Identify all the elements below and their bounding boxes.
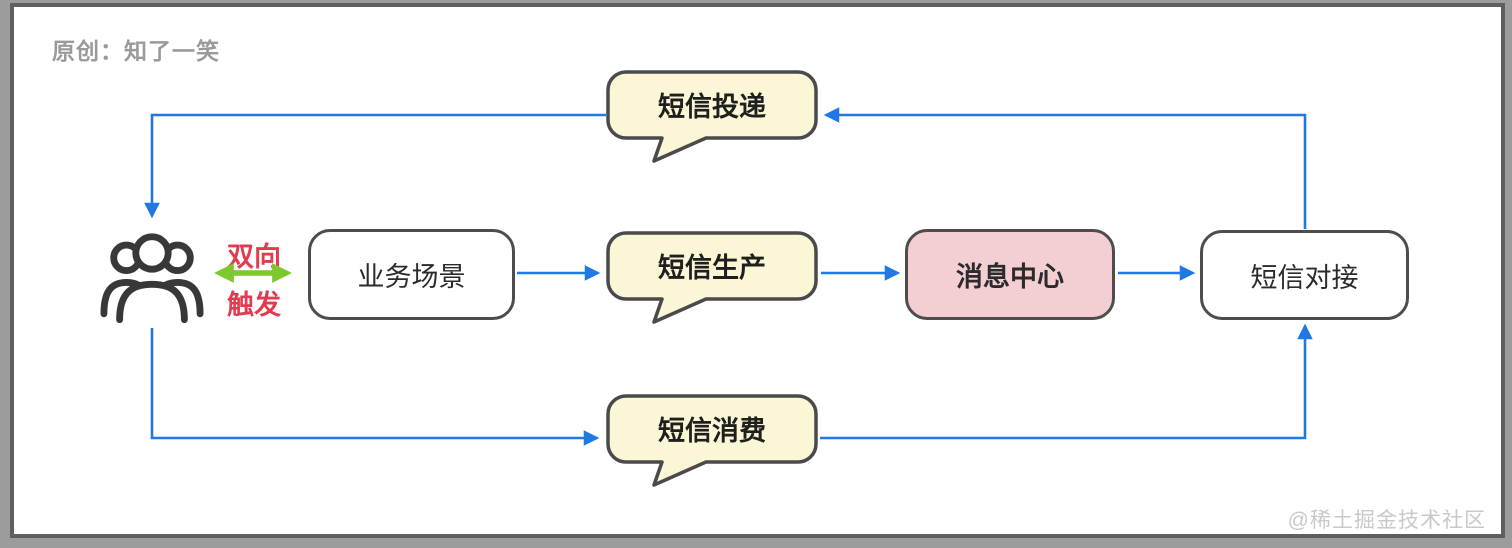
arrow-user-to-consume	[150, 328, 600, 446]
bidirectional-label-bottom: 触发	[227, 290, 281, 320]
node-business-scene: 业务场景	[308, 229, 515, 320]
node-sms-produce-label: 短信生产	[658, 252, 766, 283]
speech-bubble-shape	[606, 394, 818, 487]
author-watermark: 原创：知了一笑	[52, 38, 220, 64]
node-sms-consume-label: 短信消费	[658, 415, 766, 446]
bidirectional-green-arrow	[214, 263, 292, 283]
arrow-consume-to-connect	[820, 323, 1313, 440]
node-message-center-label: 消息中心	[956, 262, 1064, 292]
speech-bubble-shape	[606, 70, 818, 163]
node-sms-delivery: 短信投递	[606, 70, 818, 164]
node-sms-connect-label: 短信对接	[1250, 262, 1359, 293]
node-sms-produce: 短信生产	[606, 231, 818, 325]
arrow-delivery-to-user	[144, 113, 606, 219]
node-sms-connect: 短信对接	[1200, 230, 1409, 320]
node-message-center: 消息中心	[905, 229, 1115, 320]
node-business-scene-label: 业务场景	[357, 262, 466, 292]
arrow-connect-to-delivery	[823, 107, 1307, 229]
node-sms-consume: 短信消费	[606, 394, 818, 488]
users-group-icon	[100, 233, 204, 323]
community-watermark: @稀土掘金技术社区	[1287, 509, 1486, 532]
speech-bubble-shape	[606, 231, 818, 324]
node-sms-delivery-label: 短信投递	[658, 91, 766, 122]
